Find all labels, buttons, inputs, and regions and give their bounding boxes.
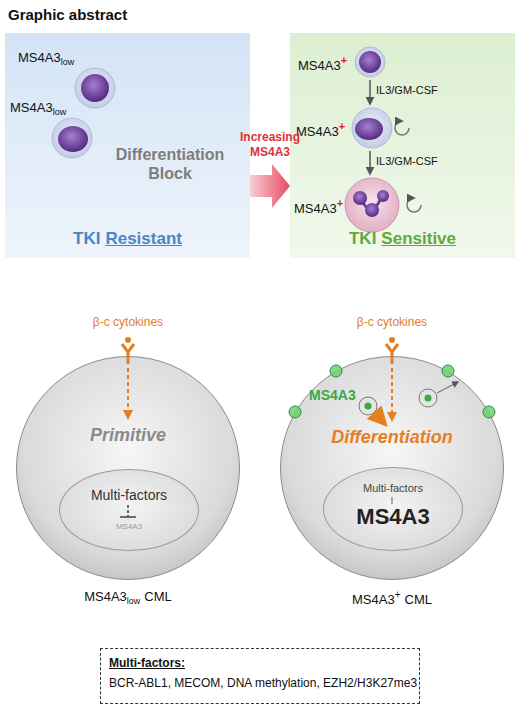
text-group: MS4A3+ xyxy=(298,54,347,73)
text-group: MS4A3 xyxy=(324,504,462,530)
nucleus-label: Multi-factors xyxy=(91,487,167,503)
panel-heading: Resistant xyxy=(105,229,182,248)
marker-label: + xyxy=(339,120,345,132)
cell-caption: + xyxy=(395,589,401,600)
marker-label: MS4A3 xyxy=(298,58,341,73)
cytokine-label: β-c cytokines xyxy=(357,315,427,329)
cell-caption: CML xyxy=(405,592,432,607)
text-group: IL3/GM-CSF xyxy=(376,155,438,167)
note-heading: Multi-factors: xyxy=(109,656,185,670)
note-text: BCR-ABL1, MECOM, DNA methylation, EZH2/H… xyxy=(109,676,417,690)
cytokine-label: β-c cytokines xyxy=(93,315,163,329)
marker-label: low xyxy=(61,57,75,67)
cell-caption: MS4A3 xyxy=(352,592,395,607)
gene-label: MS4A3 xyxy=(356,504,429,529)
text-group: IL3/GM-CSF xyxy=(376,84,438,96)
text-group: BCR-ABL1, MECOM, DNA methylation, EZH2/H… xyxy=(109,676,417,690)
state-label: Primitive xyxy=(90,425,166,445)
marker-label: MS4A3 xyxy=(10,100,53,115)
gene-label: MS4A3 xyxy=(116,522,142,531)
edge-label: Increasing MS4A3 xyxy=(234,130,306,160)
text-group: Primitive xyxy=(17,425,239,446)
panel-heading: Sensitive xyxy=(381,229,456,248)
nucleus-label: Multi-factors xyxy=(363,482,423,494)
cell-diagram: β-c cytokinesPrimitiveMS4A3lowCMLMulti-f… xyxy=(16,356,240,580)
block-arrow xyxy=(250,164,290,208)
state-label: Differentiation xyxy=(331,427,453,447)
marker-label: + xyxy=(337,197,343,209)
text-group: Multi-factors xyxy=(60,487,198,503)
text-group: MS4A3+ CML xyxy=(281,589,503,607)
nucleus: Multi-factorsMS4A3 xyxy=(323,467,463,551)
protein-label: MS4A3 xyxy=(309,387,356,403)
text-group: MS4A3low xyxy=(10,100,66,117)
cell-caption: low xyxy=(127,596,141,606)
marker-label: low xyxy=(53,107,67,117)
text-group: MS4A3+ xyxy=(294,197,343,216)
resistant-panel: Differentiation BlockTKI Resistant xyxy=(5,33,250,258)
cytokine-label: IL3/GM-CSF xyxy=(376,84,438,96)
marker-label: MS4A3 xyxy=(294,201,337,216)
panel-heading: TKI xyxy=(349,229,376,248)
panel-note: Differentiation Block xyxy=(116,146,224,182)
text-group: MS4A3 xyxy=(309,387,356,403)
text-group: β-c cytokines xyxy=(17,315,239,329)
text-group: MS4A3+ xyxy=(296,120,345,139)
text-group: Differentiation Block xyxy=(105,145,235,183)
cell-diagram: MS4A3β-c cytokinesDifferentiationMS4A3+C… xyxy=(280,356,504,580)
panel-heading: TKI xyxy=(73,229,100,248)
text-group: Differentiation xyxy=(281,427,503,448)
figure-title: Graphic abstract xyxy=(8,6,127,23)
text-group: MS4A3lowCML xyxy=(17,589,239,606)
text-group: β-c cytokines xyxy=(281,315,503,329)
marker-label: + xyxy=(341,54,347,66)
text-group: Multi-factors xyxy=(324,482,462,494)
marker-label: MS4A3 xyxy=(296,124,339,139)
text-group: MS4A3 xyxy=(60,522,198,531)
nucleus: Multi-factorsMS4A3 xyxy=(59,469,199,551)
text-group: Multi-factors: xyxy=(109,656,185,670)
text-group: MS4A3low xyxy=(18,50,74,67)
note-box: Multi-factors: BCR-ABL1, MECOM, DNA methy… xyxy=(100,648,420,704)
text-group: TKI Resistant xyxy=(5,229,250,249)
cell-caption: MS4A3 xyxy=(84,589,127,604)
text-group: TKI Sensitive xyxy=(290,229,515,249)
cytokine-label: IL3/GM-CSF xyxy=(376,155,438,167)
cell-caption: CML xyxy=(144,589,171,604)
marker-label: MS4A3 xyxy=(18,50,61,65)
